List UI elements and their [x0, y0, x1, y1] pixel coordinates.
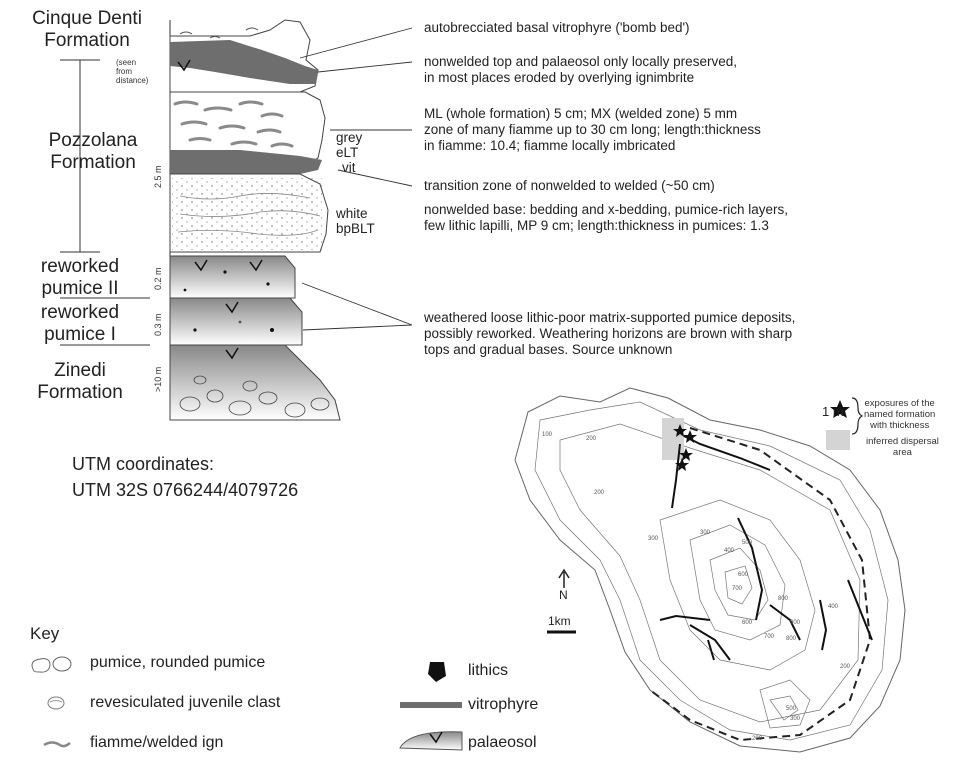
description-1: autobrecciated basal vitrophyre ('bomb b…	[424, 20, 690, 36]
reworked-pumice-1-label: reworked pumice I	[30, 302, 130, 346]
description-2: nonwelded top and palaeosol only locally…	[424, 54, 737, 86]
contour-label: 400	[828, 604, 838, 610]
contour-label: 600	[742, 620, 752, 626]
key-lithics: lithics	[468, 662, 508, 680]
zinedi-label: Zinedi Formation	[30, 360, 130, 404]
contour-label: 900	[790, 620, 800, 626]
legend-thickness-text: 1 m	[822, 404, 844, 419]
thickness-zinedi: >10 m	[153, 367, 163, 392]
reworked-pumice-2-unit	[170, 256, 295, 298]
north-label: N	[559, 588, 568, 602]
utm-value: UTM 32S 0766244/4079726	[72, 478, 298, 502]
key-title: Key	[30, 624, 59, 644]
white-bpblt-label: white bpBLT	[336, 206, 375, 236]
seen-from-distance-label: (seen from distance)	[116, 58, 148, 85]
contour-label: 700	[764, 634, 774, 640]
vit-label: vit	[342, 160, 356, 175]
key-vitrophyre: vitrophyre	[468, 696, 538, 714]
description-6: weathered loose lithic-poor matrix-suppo…	[424, 310, 795, 358]
contour-label: 300	[790, 716, 800, 722]
scale-label: 1km	[548, 614, 571, 628]
contour-label: 200	[586, 436, 596, 442]
thickness-reworked-1: 0.3 m	[153, 313, 163, 336]
legend-dispersal-swatch	[826, 430, 850, 450]
key-palaeosol: palaeosol	[468, 734, 537, 752]
contour-label: 700	[732, 586, 742, 592]
legend-dispersal-text: inferred dispersal area	[866, 436, 939, 458]
contour-label: 500	[742, 540, 752, 546]
contour-label: 200	[840, 664, 850, 670]
north-arrow-icon	[559, 570, 569, 588]
contour-label: 800	[778, 596, 788, 602]
contour-label: 400	[724, 548, 734, 554]
thickness-reworked-2: 0.2 m	[153, 267, 163, 290]
cinque-denti-label: Cinque Denti Formation	[22, 8, 152, 52]
key-fiamme: fiamme/welded ign	[90, 734, 223, 752]
description-5: nonwelded base: bedding and x-bedding, p…	[424, 202, 788, 234]
pozzolana-label: Pozzolana Formation	[28, 130, 158, 174]
description-4: transition zone of nonwelded to welded (…	[424, 178, 715, 194]
contour-label: 300	[648, 536, 658, 542]
contour-label: 300	[700, 530, 710, 536]
contour-label: 200	[752, 736, 762, 742]
contour-label: 800	[786, 636, 796, 642]
utm-heading: UTM coordinates:	[72, 452, 214, 476]
structure-lines	[660, 436, 872, 660]
thickness-pozzolana: 2.5 m	[153, 165, 163, 188]
key-revesiculated: revesiculated juvenile clast	[90, 694, 280, 712]
contour-label: 200	[594, 490, 604, 496]
description-3: ML (whole formation) 5 cm; MX (welded zo…	[424, 106, 761, 154]
grey-elt-label: grey eLT	[336, 130, 362, 160]
contour-label: 500	[786, 706, 796, 712]
contour-label: 100	[542, 432, 552, 438]
key-pumice: pumice, rounded pumice	[90, 654, 265, 672]
reworked-pumice-2-label: reworked pumice II	[30, 256, 130, 300]
contour-label: 600	[738, 572, 748, 578]
legend-brace	[852, 398, 862, 434]
legend-exposures-text: exposures of the named formation with th…	[864, 398, 935, 431]
